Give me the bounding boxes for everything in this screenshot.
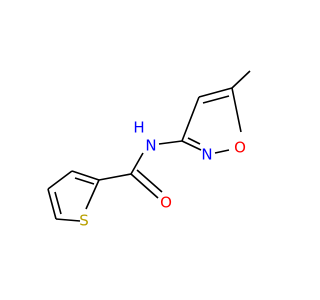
bond-carbonyl-o-1: [130, 173, 159, 199]
bond-n-c3-inner: [187, 137, 201, 145]
bond-c4-c5-inner: [202, 95, 230, 104]
bond-thiophene-c2-c3-inner: [74, 177, 95, 185]
bond-nh-carbonyl: [130, 152, 144, 175]
bond-c3-nh: [158, 140, 183, 145]
bond-c3-c4: [181, 96, 200, 142]
molecule-structure: N H N O O S: [47, 70, 251, 230]
atom-label-o-carbonyl: O: [160, 194, 172, 212]
bond-c5-methyl: [231, 70, 251, 89]
bond-thiophene-c4-c5-inner: [54, 191, 62, 215]
atom-label-h-amide: H: [133, 119, 144, 137]
bond-thiophene-c5-c4: [47, 188, 57, 220]
bond-o-n: [214, 149, 230, 154]
atom-label-n-amide: N: [145, 137, 156, 155]
bond-thiophene-c3-c2: [71, 170, 100, 181]
bond-thiophene-c2-s: [85, 179, 100, 210]
atom-label-n-ring: N: [201, 146, 212, 164]
bond-carbonyl-o-2: [136, 169, 163, 193]
atom-label-o-ring: O: [234, 139, 246, 157]
atom-label-layer: N H N O O S: [79, 119, 246, 230]
bond-thiophene-c4-c3: [47, 170, 73, 190]
bond-carbonyl-thiophene: [98, 173, 132, 181]
bond-thiophene-s-c5: [55, 218, 81, 222]
bond-layer: [47, 70, 251, 222]
bond-n-c3: [181, 140, 202, 151]
bond-c4-c5: [198, 87, 233, 98]
atom-label-s-ring: S: [79, 212, 89, 230]
bond-c5-o: [231, 87, 242, 133]
